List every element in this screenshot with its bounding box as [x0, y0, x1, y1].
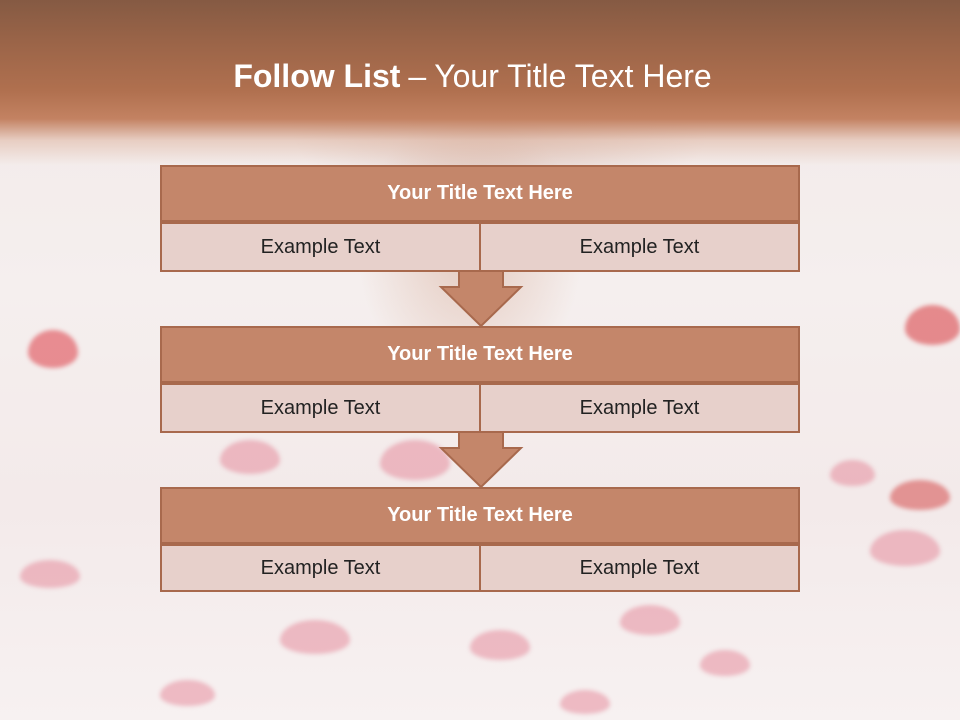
slide-title-separator: – — [408, 58, 427, 94]
block-cell-left: Example Text — [160, 383, 480, 433]
block-title: Your Title Text Here — [160, 165, 800, 222]
block-title: Your Title Text Here — [160, 487, 800, 544]
down-arrow-icon — [438, 270, 524, 328]
petal-decoration — [620, 605, 680, 635]
petal-decoration — [280, 620, 350, 654]
petal-decoration — [890, 480, 950, 510]
down-arrow-icon — [438, 431, 524, 489]
block-title: Your Title Text Here — [160, 326, 800, 383]
petal-decoration — [830, 460, 875, 486]
block-cell-left: Example Text — [160, 544, 480, 592]
header-band — [0, 0, 960, 165]
block-cell-left: Example Text — [160, 222, 480, 272]
block-cell-right: Example Text — [480, 383, 800, 433]
block-cell-right: Example Text — [480, 544, 800, 592]
petal-decoration — [870, 530, 940, 566]
petal-decoration — [700, 650, 750, 676]
petal-decoration — [160, 680, 215, 706]
petal-decoration — [560, 690, 610, 714]
slide-title-bold: Follow List — [233, 58, 401, 94]
petal-decoration — [380, 440, 450, 480]
petal-decoration — [220, 440, 280, 474]
petal-decoration — [20, 560, 80, 588]
petal-decoration — [470, 630, 530, 660]
block-cell-right: Example Text — [480, 222, 800, 272]
petal-decoration — [28, 330, 78, 368]
slide-title: Follow List–Your Title Text Here — [0, 54, 945, 98]
petal-decoration — [905, 305, 960, 345]
slide-title-rest: Your Title Text Here — [434, 58, 712, 94]
